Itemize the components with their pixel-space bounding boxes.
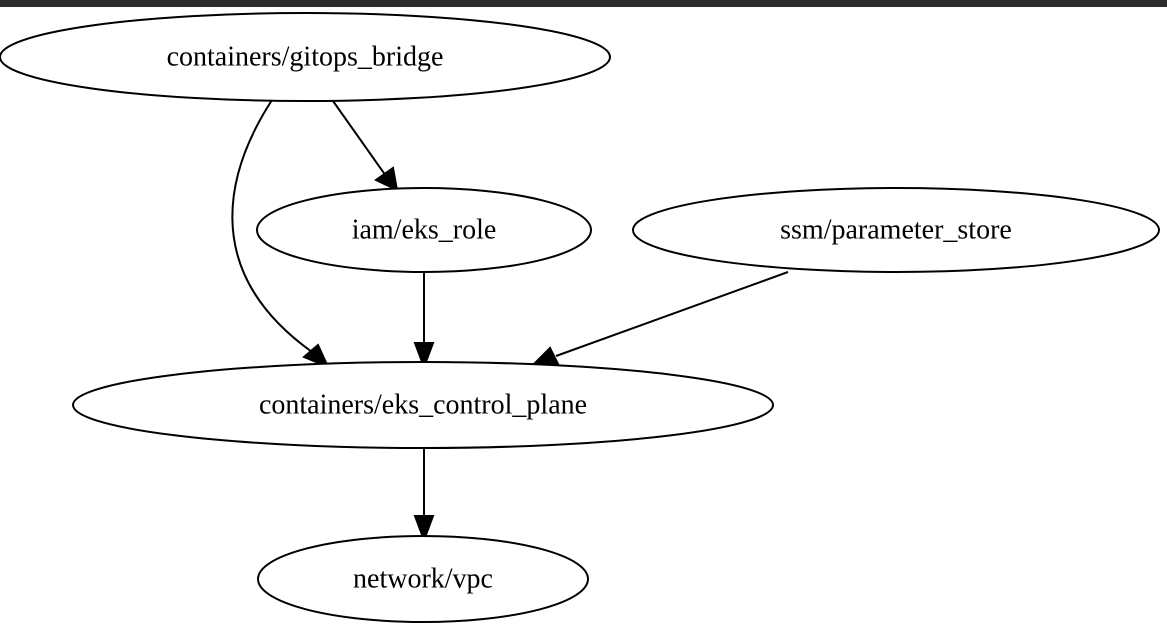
- edge-eks-role-to-eks-control-plane: [413, 271, 435, 370]
- node-label-gitops-bridge: containers/gitops_bridge: [167, 42, 444, 73]
- edge-parameter-store-to-eks-control-plane: [529, 271, 789, 368]
- node-label-parameter-store: ssm/parameter_store: [780, 215, 1012, 246]
- node-gitops-bridge: containers/gitops_bridge: [0, 12, 611, 102]
- node-vpc: network/vpc: [257, 535, 589, 623]
- node-label-vpc: network/vpc: [353, 564, 493, 595]
- top-bar: [0, 0, 1167, 7]
- node-label-eks-role: iam/eks_role: [352, 215, 497, 246]
- node-eks-control-plane: containers/eks_control_plane: [72, 361, 774, 449]
- node-parameter-store: ssm/parameter_store: [632, 187, 1160, 273]
- edge-gitops-bridge-to-eks-role: [332, 100, 399, 192]
- node-eks-role: iam/eks_role: [256, 187, 592, 273]
- edge-eks-control-plane-to-vpc: [413, 449, 435, 543]
- node-label-eks-control-plane: containers/eks_control_plane: [259, 390, 587, 421]
- edge-gitops-bridge-to-eks-control-plane: [231, 99, 330, 369]
